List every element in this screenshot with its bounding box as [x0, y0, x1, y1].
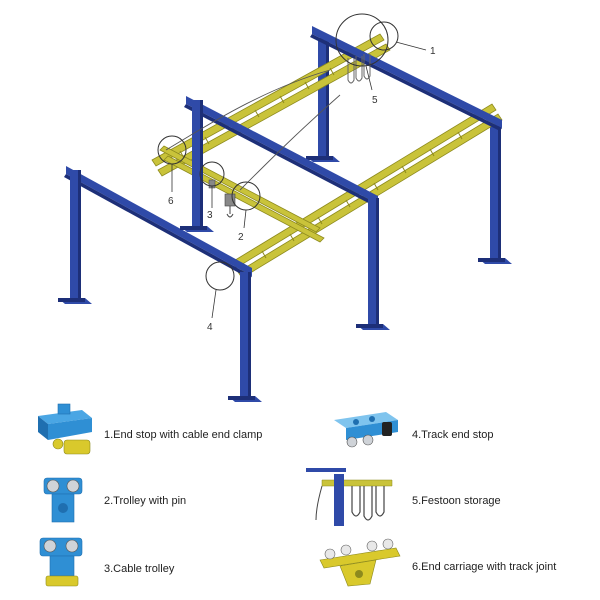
trolley-icon [43, 477, 83, 523]
column-back-middle [306, 38, 340, 162]
callout-number-2: 2 [238, 232, 244, 243]
legend: 1.End stop with cable end clamp 2.Trolle… [38, 403, 556, 587]
cable-line-2 [239, 94, 341, 191]
column-back-right [478, 120, 512, 264]
column-middle-left [180, 100, 214, 232]
beam-back [310, 26, 502, 131]
legend-label-2: 2.Trolley with pin [104, 495, 186, 507]
column-front-left [58, 170, 92, 304]
legend-label-5: 5.Festoon storage [412, 495, 501, 507]
callout-number-6: 6 [168, 196, 174, 207]
track-end-stop-icon [334, 412, 398, 448]
callout-circle-5 [335, 13, 389, 67]
hoist-trolley [208, 179, 236, 218]
beam-middle [184, 96, 378, 207]
callout-circle-4 [205, 261, 235, 291]
festoon-icon [306, 468, 393, 526]
column-middle-right [356, 198, 390, 330]
callout-number-1: 1 [430, 46, 436, 57]
callout-number-3: 3 [207, 210, 213, 221]
legend-label-6: 6.End carriage with track joint [412, 561, 556, 573]
legend-label-1: 1.End stop with cable end clamp [104, 429, 262, 441]
end-carriage-icon [319, 538, 401, 587]
rail-rungs [179, 53, 463, 259]
callout-leaders [171, 41, 427, 319]
column-front-right [228, 272, 262, 402]
beam-front [64, 166, 252, 279]
cable-trolley-icon [39, 537, 83, 587]
festoon-loops [347, 54, 371, 84]
end-stop-icon [38, 403, 92, 455]
legend-label-3: 3.Cable trolley [104, 563, 175, 575]
callout-number-4: 4 [207, 322, 213, 333]
cable-line [165, 69, 331, 151]
callout-number-5: 5 [372, 95, 378, 106]
rail-back [151, 33, 391, 177]
legend-label-4: 4.Track end stop [412, 429, 494, 441]
callout-circle-1 [369, 21, 399, 51]
crane-frame [58, 26, 512, 402]
